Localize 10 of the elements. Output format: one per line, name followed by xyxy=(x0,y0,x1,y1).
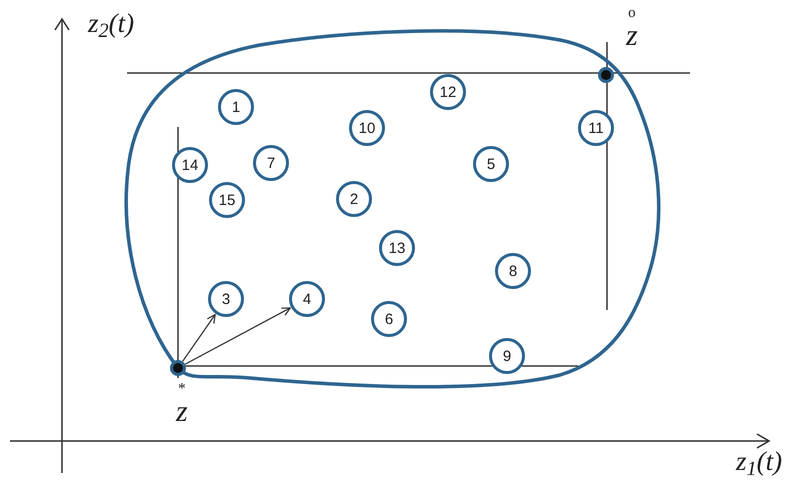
point-label: z xyxy=(626,21,638,51)
point-marker xyxy=(170,360,186,376)
axis-label: z$_{1}$(t) xyxy=(736,448,782,475)
point-label: * xyxy=(178,382,186,397)
axis-label: z$_{2}$(t) xyxy=(88,10,134,37)
arrow xyxy=(184,307,291,365)
point-label: z xyxy=(176,397,188,427)
point-marker xyxy=(598,67,614,83)
point-label: o xyxy=(628,6,636,21)
arrow xyxy=(182,314,216,362)
